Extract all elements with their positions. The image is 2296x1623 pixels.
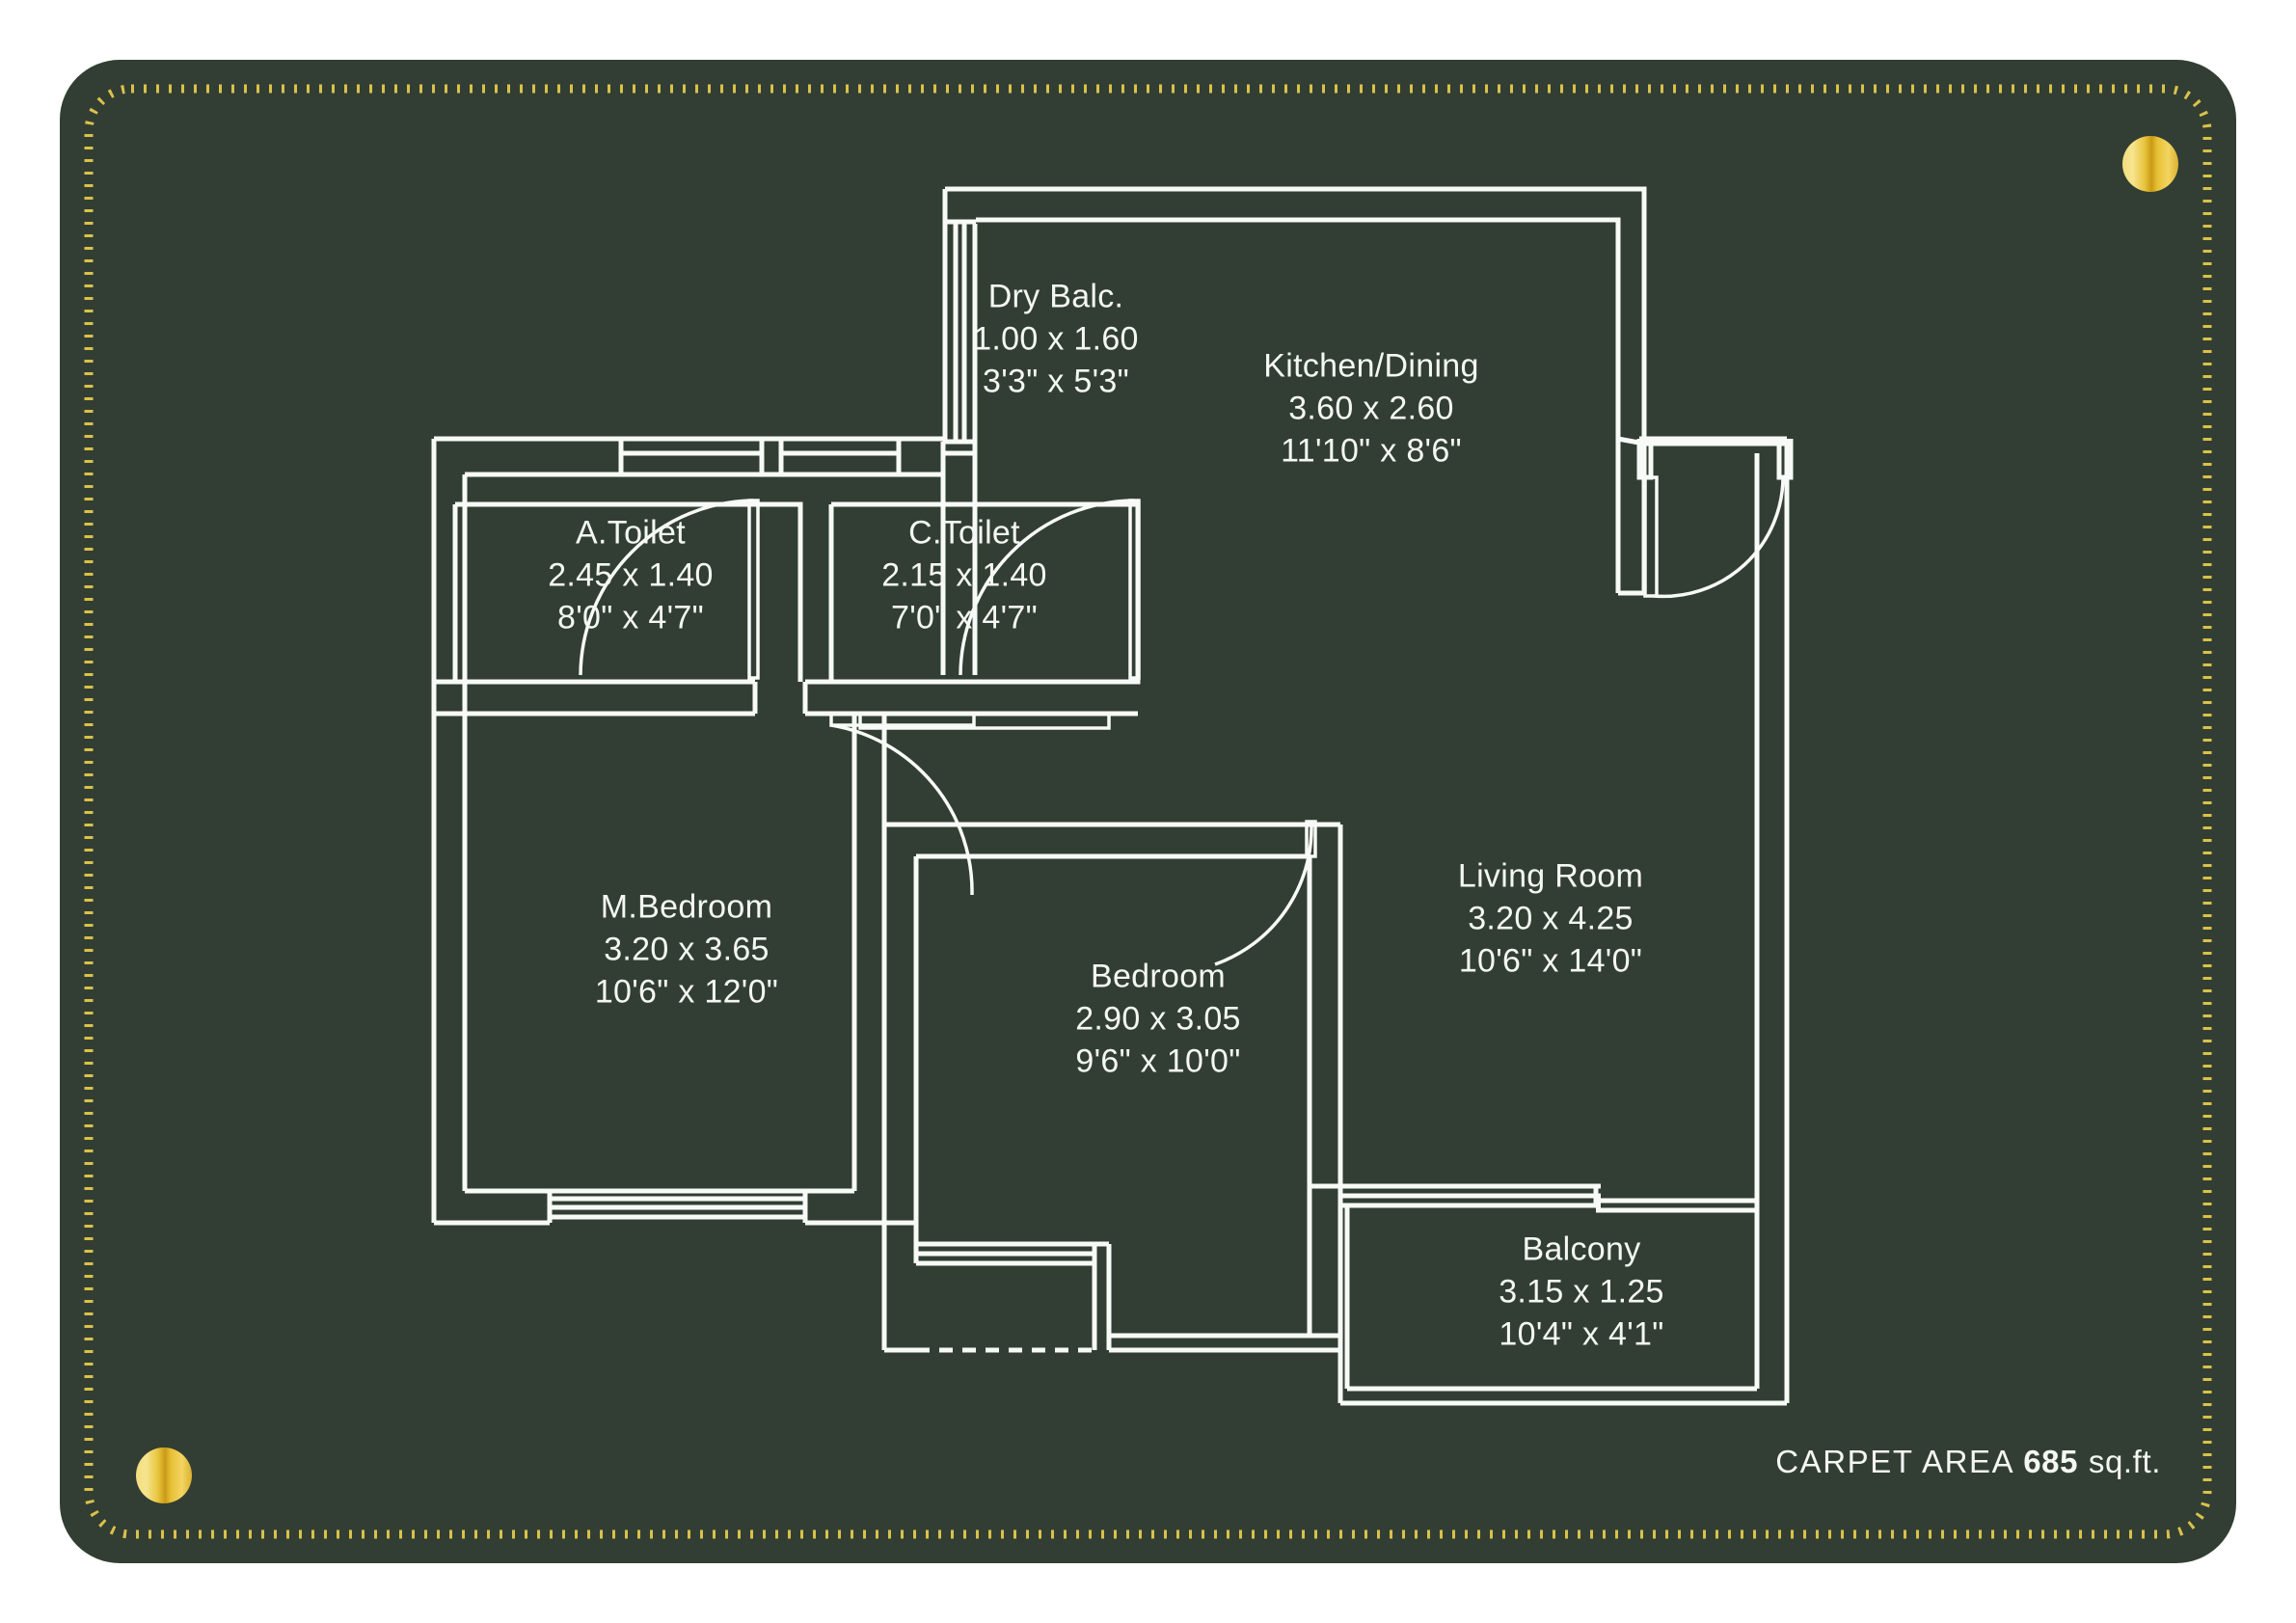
plan-card-background xyxy=(60,60,2236,1563)
room-dim-metric: 2.15 x 1.40 xyxy=(881,556,1047,594)
carpet-area-caption: CARPET AREA 685 sq.ft. xyxy=(1775,1444,2161,1480)
room-dim-imperial: 10'4" x 4'1" xyxy=(1499,1316,1664,1354)
room-label-master-bedroom: M.Bedroom 3.20 x 3.65 10'6" x 12'0" xyxy=(595,886,778,1014)
room-name: Balcony xyxy=(1522,1231,1641,1268)
 xyxy=(434,499,834,717)
room-name: Dry Balc. xyxy=(987,278,1124,315)
carpet-area-unit: sq.ft. xyxy=(2088,1444,2161,1479)
room-label-a-toilet: A.Toilet 2.45 x 1.40 8'0" x 4'7" xyxy=(548,512,714,640)
room-name: M.Bedroom xyxy=(600,888,773,926)
living-room-walls xyxy=(1337,436,1794,1403)
room-dim-imperial: 10'6" x 12'0" xyxy=(594,974,779,1012)
gold-medallion-top-right xyxy=(2122,136,2178,192)
room-name: Living Room xyxy=(1457,857,1644,895)
carpet-area-value: 685 xyxy=(2023,1444,2079,1479)
room-dim-imperial: 7'0" x 4'7" xyxy=(891,600,1038,637)
room-label-bedroom: Bedroom 2.90 x 3.05 9'6" x 10'0" xyxy=(1075,956,1241,1084)
room-dim-metric: 3.20 x 4.25 xyxy=(1468,900,1634,937)
room-dim-metric: 2.90 x 3.05 xyxy=(1075,1000,1241,1038)
room-dim-imperial: 11'10" x 8'6" xyxy=(1281,433,1462,471)
room-label-balcony: Balcony 3.15 x 1.25 10'4" x 4'1" xyxy=(1499,1229,1664,1357)
room-label-dry-balcony: Dry Balc. 1.00 x 1.60 3'3" x 5'3" xyxy=(973,276,1139,404)
room-dim-metric: 3.15 x 1.25 xyxy=(1499,1273,1664,1311)
gold-medallion-bottom-left xyxy=(136,1447,192,1503)
room-dim-metric: 2.45 x 1.40 xyxy=(548,556,714,594)
room-dim-imperial: 10'6" x 14'0" xyxy=(1458,943,1643,981)
toilet-band-walls xyxy=(431,436,978,675)
room-label-kitchen-dining: Kitchen/Dining 3.60 x 2.60 11'10" x 8'6" xyxy=(1263,345,1478,473)
room-dim-metric: 1.00 x 1.60 xyxy=(973,320,1139,358)
room-name: Kitchen/Dining xyxy=(1263,347,1479,385)
decorative-gold-dashed-border xyxy=(84,84,2212,1539)
plan-linework xyxy=(431,186,1794,1406)
room-label-living-room: Living Room 3.20 x 4.25 10'6" x 14'0" xyxy=(1458,855,1643,984)
balcony-walls xyxy=(1307,1183,1787,1406)
room-dim-imperial: 9'6" x 10'0" xyxy=(1075,1043,1241,1081)
room-dim-metric: 3.60 x 2.60 xyxy=(1288,390,1454,427)
carpet-area-label: CARPET AREA xyxy=(1775,1444,2013,1479)
room-name: C.Toilet xyxy=(908,514,1020,552)
room-dim-metric: 3.20 x 3.65 xyxy=(604,931,770,968)
room-dim-imperial: 3'3" x 5'3" xyxy=(983,364,1129,401)
room-name: Bedroom xyxy=(1090,958,1227,995)
bedroom-walls xyxy=(881,820,1343,1353)
room-name: A.Toilet xyxy=(576,514,686,552)
room-dim-imperial: 8'0" x 4'7" xyxy=(557,600,704,637)
dry-balcony-walls xyxy=(940,222,978,456)
room-label-c-toilet: C.Toilet 2.15 x 1.40 7'0" x 4'7" xyxy=(881,512,1047,640)
